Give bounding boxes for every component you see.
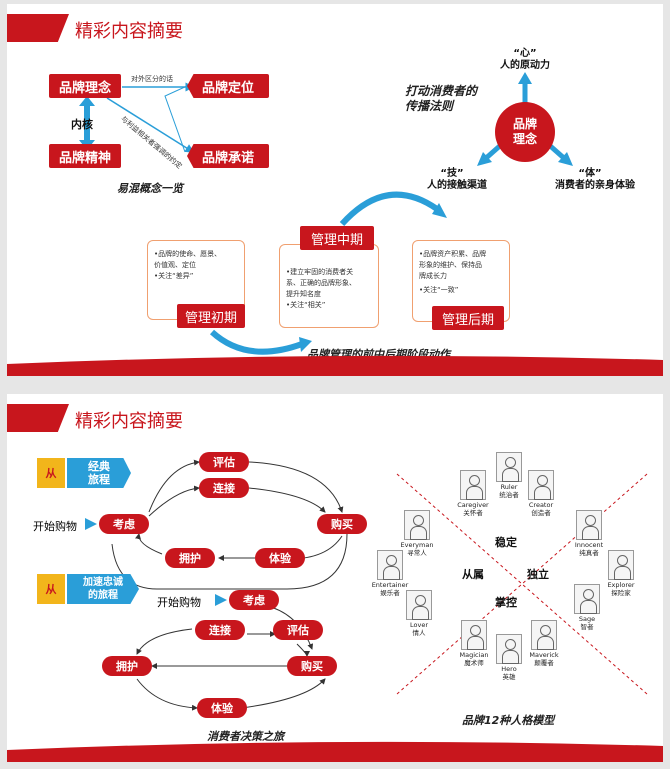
archetype-caption: 品牌12种人格模型 <box>462 714 555 727</box>
brand-concept-circle: 品牌 理念 <box>495 102 555 162</box>
heart-quote: “心” <box>513 48 537 59</box>
sage-icon <box>574 584 600 614</box>
slide-title: 精彩内容摘要 <box>75 411 183 432</box>
innocent-icon <box>576 510 602 540</box>
footer-wave <box>7 741 663 762</box>
hero-icon <box>496 634 522 664</box>
c2-experience: 体验 <box>197 698 247 718</box>
start-shopping-1: 开始购物 <box>33 520 77 533</box>
late-item-2: 形象的维护、保持品 <box>419 261 482 269</box>
skill-text: 人的接触渠道 <box>427 180 487 191</box>
brand-spirit-box: 品牌精神 <box>49 144 121 168</box>
late-stage-label: 管理后期 <box>432 306 504 330</box>
early-item-2: 价值观、定位 <box>154 261 196 269</box>
lover-icon <box>406 590 432 620</box>
quad-independent: 独立 <box>527 568 549 581</box>
from-marker-2: 从 <box>37 574 65 604</box>
rule-title: 打动消费者的 传播法则 <box>405 84 478 113</box>
quad-master: 掌控 <box>495 596 517 609</box>
c2-connect: 连接 <box>195 620 245 640</box>
c1-experience: 体验 <box>255 548 305 568</box>
early-item-1: •品牌的使命、愿景、 <box>154 250 222 258</box>
mid-item-2: 系、正确的品牌形象、 <box>286 279 356 287</box>
c1-evaluate: 评估 <box>199 452 249 472</box>
c2-buy: 购买 <box>287 656 337 676</box>
quad-belong: 从属 <box>462 568 484 581</box>
c1-embrace: 拥护 <box>165 548 215 568</box>
confusion-caption: 易混概念一览 <box>117 182 183 195</box>
header-accent <box>7 14 69 42</box>
accelerated-journey-tag: 加速忠诚 的旅程 <box>67 574 139 604</box>
late-item-3: 牌成长力 <box>419 272 447 280</box>
early-item-3: •关注“差异” <box>154 272 194 280</box>
slide-brand-concepts: 精彩内容摘要 品牌理念 品牌定位 品牌精神 品牌承诺 内核 对外区分的话 与利益… <box>7 4 663 376</box>
slide-title: 精彩内容摘要 <box>75 21 183 42</box>
brand-position-box: 品牌定位 <box>187 74 269 98</box>
outward-note: 对外区分的话 <box>131 75 173 83</box>
heart-text: 人的原动力 <box>500 60 550 71</box>
ruler-icon <box>496 452 522 482</box>
c2-embrace: 拥护 <box>102 656 152 676</box>
slide-consumer-journey: 精彩内容摘要 从 经典 旅程 从 加速忠诚 的旅程 开始购物 评估 连接 考虑 … <box>7 394 663 762</box>
decision-caption: 消费者决策之旅 <box>207 730 284 743</box>
classic-journey-tag: 经典 旅程 <box>67 458 131 488</box>
journey-connectors <box>85 459 648 711</box>
early-stage-label: 管理初期 <box>177 304 245 328</box>
core-label: 内核 <box>71 118 93 131</box>
from-marker-1: 从 <box>37 458 65 488</box>
mid-stage-card: •建立牢固的消费者关 系、正确的品牌形象、 提升知名度 •关注“相关” <box>279 244 379 328</box>
mid-stage-label: 管理中期 <box>300 226 374 250</box>
late-item-1: •品牌资产积累、品牌 <box>419 250 487 258</box>
caregiver-icon <box>460 470 486 500</box>
body-quote: “体” <box>578 168 602 179</box>
c1-connect: 连接 <box>199 478 249 498</box>
magician-icon <box>461 620 487 650</box>
footer-wave <box>7 355 663 376</box>
brand-promise-box: 品牌承诺 <box>187 144 269 168</box>
header-accent <box>7 404 69 432</box>
mid-item-1: •建立牢固的消费者关 <box>286 268 354 276</box>
maverick-icon <box>531 620 557 650</box>
c1-consider: 考虑 <box>99 514 149 534</box>
brand-concept-box: 品牌理念 <box>49 74 121 98</box>
everyman-icon <box>404 510 430 540</box>
explorer-icon <box>608 550 634 580</box>
late-item-4: •关注“一致” <box>419 286 459 294</box>
quad-stable: 稳定 <box>495 536 517 549</box>
body-text: 消费者的亲身体验 <box>555 180 635 191</box>
entertainer-icon <box>377 550 403 580</box>
start-shopping-2: 开始购物 <box>157 596 201 609</box>
skill-quote: “技” <box>440 168 464 179</box>
c1-buy: 购买 <box>317 514 367 534</box>
mid-item-4: •关注“相关” <box>286 301 326 309</box>
c2-consider: 考虑 <box>229 590 279 610</box>
mid-item-3: 提升知名度 <box>286 290 321 298</box>
c2-evaluate: 评估 <box>273 620 323 640</box>
creator-icon <box>528 470 554 500</box>
